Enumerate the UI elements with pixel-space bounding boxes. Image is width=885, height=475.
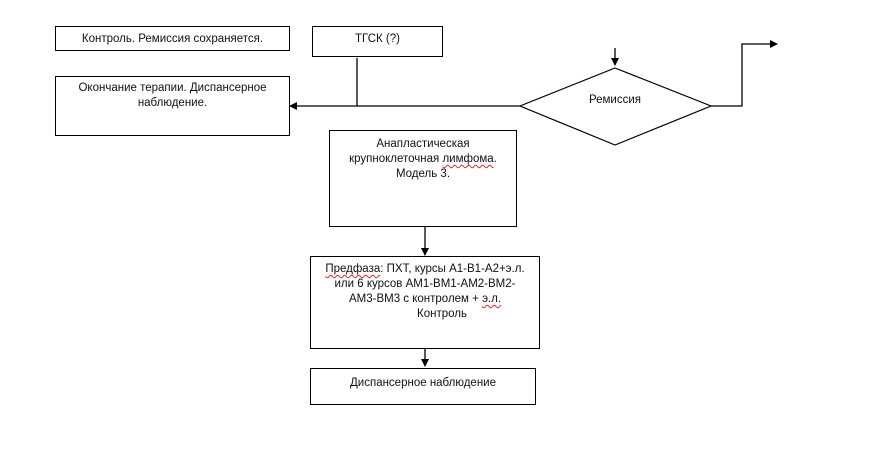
- box-prephase: Предфаза: ПХТ, курсы А1-В1-А2+э.л. или 6…: [310, 256, 540, 349]
- prephase-line-3: АМ3-ВМ3 с контролем + э.л.: [348, 293, 502, 305]
- box-tgsk: ТГСК (?): [312, 26, 443, 57]
- box-control-remission-label: Контроль. Ремиссия сохраняется.: [81, 33, 264, 45]
- prephase-line-4: Контроль: [417, 308, 467, 320]
- box-alcl: Анапластическая крупноклеточная лимфома.…: [329, 130, 517, 227]
- prephase-line-2: или 6 курсов АМ1-ВМ1-АМ2-ВМ2-: [334, 278, 516, 290]
- prephase-line-1: Предфаза: ПХТ, курсы А1-В1-А2+э.л.: [325, 263, 525, 275]
- alcl-line-2: крупноклеточная лимфома.: [349, 153, 497, 165]
- remission-diamond-label: Ремиссия: [588, 94, 642, 106]
- box-end-therapy-label: Окончание терапии. Диспансерное наблюден…: [78, 82, 267, 109]
- box-followup-label: Диспансерное наблюдение: [350, 377, 496, 389]
- remission-diamond: [518, 67, 713, 146]
- arrow-tgsk-to-end-therapy: [289, 58, 358, 110]
- box-end-therapy: Окончание терапии. Диспансерное наблюден…: [55, 76, 290, 136]
- alcl-line-3: Модель 3.: [395, 168, 451, 180]
- alcl-line-1: Анапластическая: [376, 138, 470, 150]
- arrow-remission-right: [711, 40, 778, 107]
- box-followup: Диспансерное наблюдение: [310, 368, 536, 405]
- box-tgsk-label: ТГСК (?): [355, 33, 400, 45]
- box-control-remission: Контроль. Ремиссия сохраняется.: [55, 26, 290, 51]
